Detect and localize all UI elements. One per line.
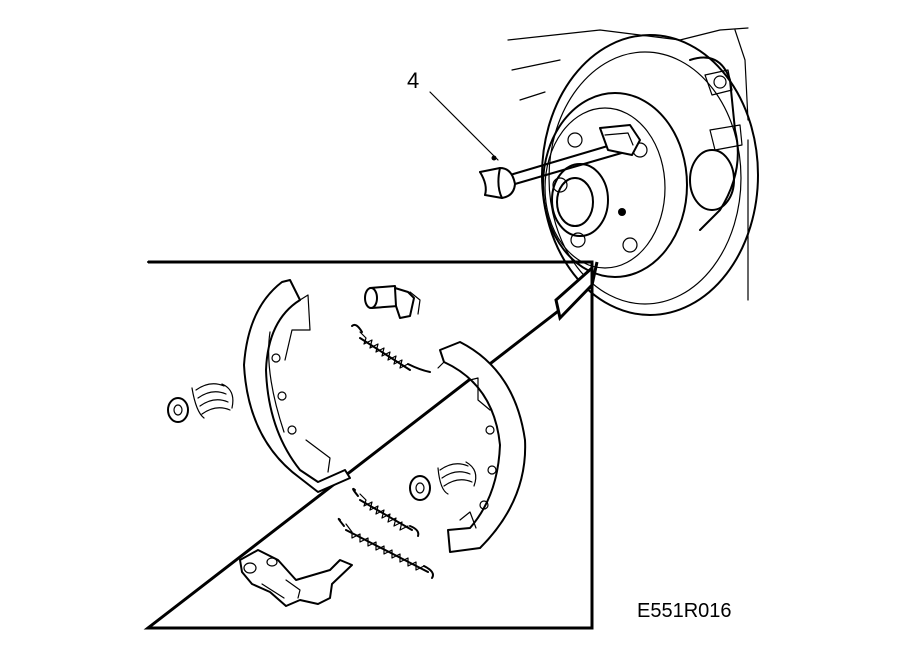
left-brake-shoe	[243, 279, 351, 493]
figure-code: E551R016	[637, 600, 732, 622]
parking-brake-lever	[239, 549, 353, 607]
adjuster-nut	[364, 285, 421, 319]
callout-leader-line	[429, 91, 499, 161]
right-brake-shoe	[437, 341, 527, 553]
left-hold-down-spring	[167, 383, 234, 423]
lower-return-spring-1	[352, 487, 420, 537]
callout-leader-dot	[491, 155, 497, 161]
right-hold-down-spring	[409, 461, 477, 501]
upper-return-spring	[351, 323, 431, 373]
lower-return-spring-2	[337, 517, 434, 579]
callout-number-4: 4	[407, 68, 419, 93]
hub-assembly-drawing	[479, 27, 759, 316]
detail-view-box	[143, 260, 599, 630]
